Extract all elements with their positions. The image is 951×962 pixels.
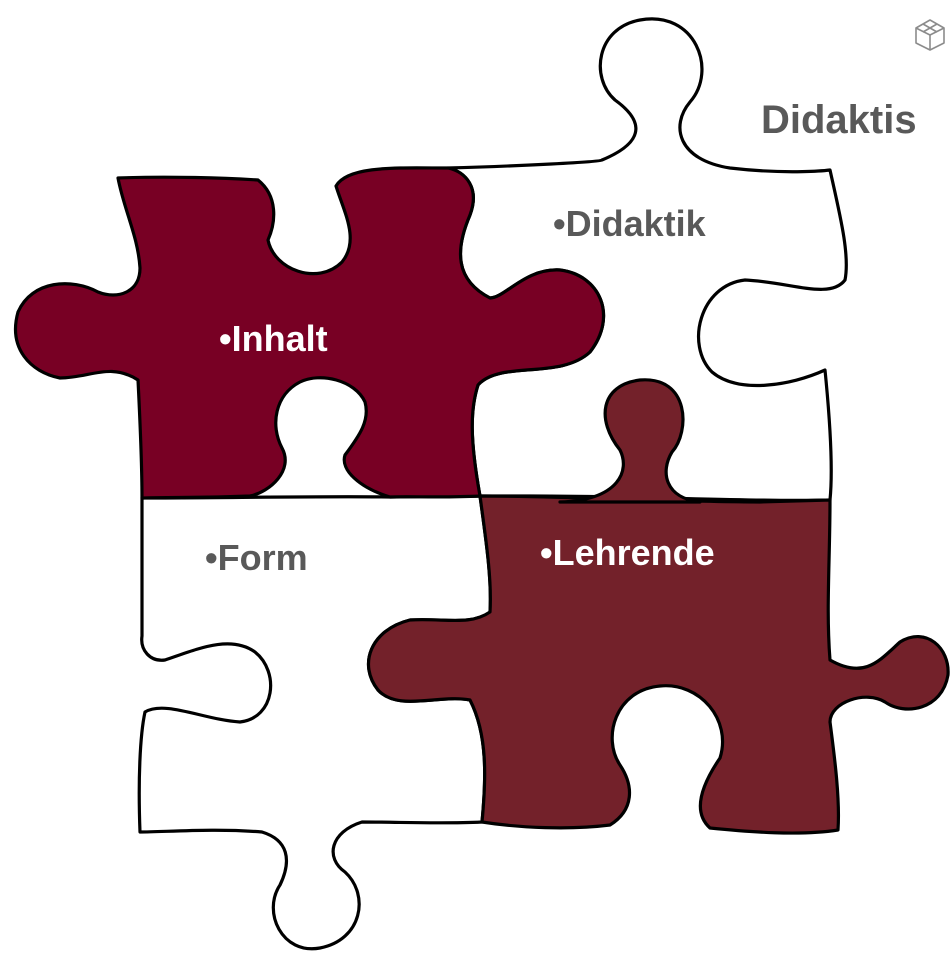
- slide-title: Didaktis: [761, 98, 917, 142]
- puzzle-piece-form: [137, 494, 492, 951]
- piece-label-didaktik: •Didaktik: [553, 203, 707, 244]
- puzzle-piece-lehrende: [367, 494, 950, 835]
- header-band: [700, 0, 951, 60]
- puzzle-piece-inhalt: [13, 166, 606, 500]
- puzzle-piece-lehrende-knob: [558, 378, 702, 504]
- cube-outline-icon: [915, 19, 945, 51]
- piece-label-form: •Form: [205, 537, 308, 578]
- piece-label-inhalt: •Inhalt: [219, 318, 328, 359]
- piece-label-lehrende: •Lehrende: [540, 532, 715, 573]
